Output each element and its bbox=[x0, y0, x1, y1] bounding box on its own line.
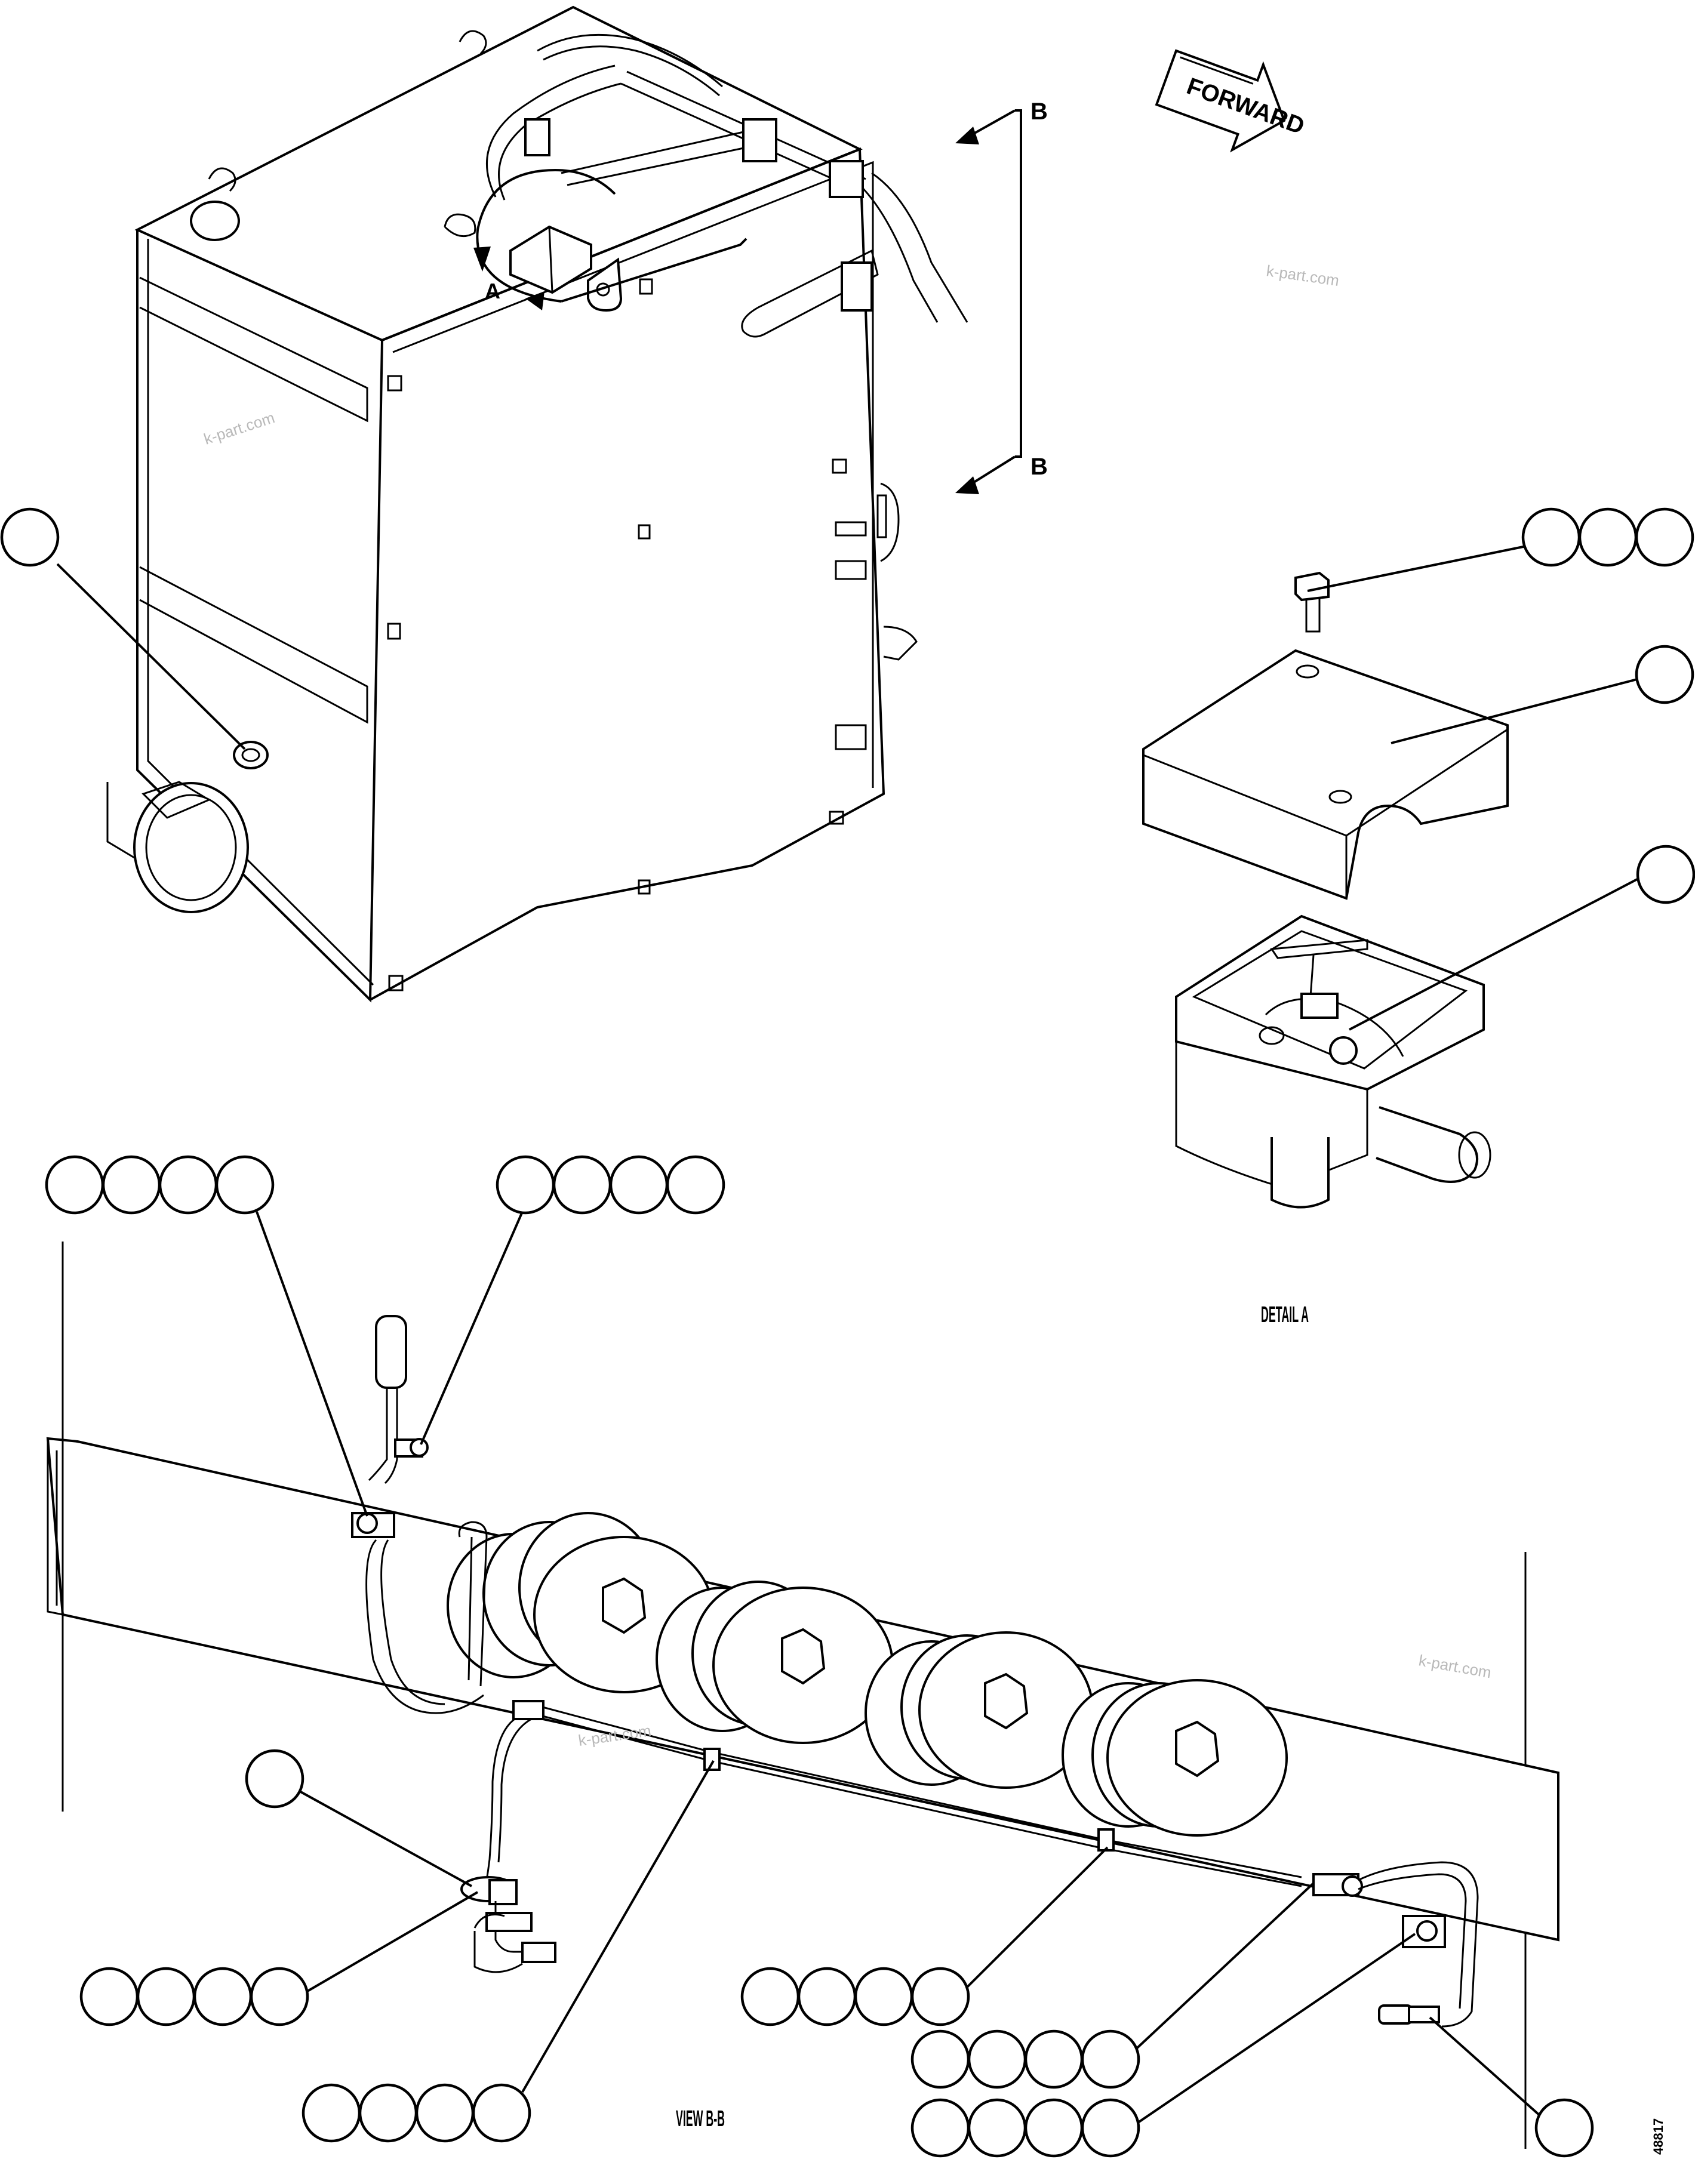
watermark-1: k-part.com bbox=[202, 408, 277, 448]
detail-marker-label: A bbox=[485, 279, 500, 303]
callout-harness-2 bbox=[136, 1967, 196, 2026]
callout-harness-4 bbox=[250, 1967, 309, 2026]
callout-clamp-b-2 bbox=[967, 2029, 1027, 2089]
callout-harness-3 bbox=[193, 1967, 253, 2026]
callout-clamp-b-1 bbox=[910, 2029, 970, 2089]
callout-clamp-b-3 bbox=[1024, 2029, 1084, 2089]
callout-sensor-plug bbox=[1534, 2098, 1594, 2158]
motor-stack-3 bbox=[865, 1631, 1094, 1789]
callout-fitting-a-2 bbox=[552, 1155, 612, 1215]
callout-clamp-b-4 bbox=[1081, 2029, 1140, 2089]
callout-tie-b-4 bbox=[472, 2083, 531, 2143]
callout-bolt-2 bbox=[1578, 507, 1638, 567]
view-b-b-title: VIEW B-B bbox=[676, 2106, 725, 2131]
section-label-top: B bbox=[1030, 98, 1048, 125]
callout-tie-b-2 bbox=[358, 2083, 418, 2143]
callout-clamp-c-3 bbox=[1024, 2098, 1084, 2158]
motor-stack-2 bbox=[656, 1581, 894, 1744]
callout-clip-a-2 bbox=[101, 1155, 161, 1215]
callout-bolt-1 bbox=[1521, 507, 1581, 567]
callout-fitting-a-1 bbox=[496, 1155, 555, 1215]
callout-clip-a-4 bbox=[215, 1155, 275, 1215]
detail-a-title: DETAIL A bbox=[1261, 1302, 1309, 1327]
callout-connector bbox=[245, 1749, 304, 1809]
callout-tie-4 bbox=[910, 1967, 970, 2026]
detail-a bbox=[1142, 571, 1509, 1209]
view-b-b bbox=[46, 1242, 1559, 2149]
callout-tie-2 bbox=[797, 1967, 857, 2026]
callout-balloons bbox=[0, 507, 1695, 2158]
callout-tie-1 bbox=[740, 1967, 800, 2026]
callout-tie-3 bbox=[854, 1967, 913, 2026]
callout-switch bbox=[1636, 845, 1695, 904]
callout-tie-b-1 bbox=[302, 2083, 361, 2143]
drawing-number: 48817 bbox=[1651, 2118, 1666, 2155]
callout-harness-1 bbox=[79, 1967, 139, 2026]
hydraulic-tank bbox=[106, 5, 968, 1003]
callout-clamp-c-4 bbox=[1081, 2098, 1140, 2158]
callout-cover bbox=[1635, 645, 1694, 704]
section-label-bottom: B bbox=[1030, 454, 1048, 480]
forward-arrow-icon bbox=[1155, 49, 1286, 153]
leader-lines bbox=[56, 545, 1641, 2129]
motor-stack-4 bbox=[1062, 1679, 1288, 1837]
callout-clamp-c-2 bbox=[967, 2098, 1027, 2158]
callout-sight-gauge bbox=[0, 507, 60, 567]
callout-clip-a-1 bbox=[45, 1155, 104, 1215]
section-line-b bbox=[955, 109, 1022, 494]
callout-clip-a-3 bbox=[158, 1155, 218, 1215]
watermark-3: k-part.com bbox=[1417, 1651, 1493, 1681]
callout-fitting-a-4 bbox=[666, 1155, 725, 1215]
callout-fitting-a-3 bbox=[609, 1155, 669, 1215]
callout-bolt-3 bbox=[1635, 507, 1694, 567]
watermark-2: k-part.com bbox=[1265, 261, 1340, 289]
callout-clamp-c-1 bbox=[910, 2098, 970, 2158]
callout-tie-b-3 bbox=[415, 2083, 475, 2143]
